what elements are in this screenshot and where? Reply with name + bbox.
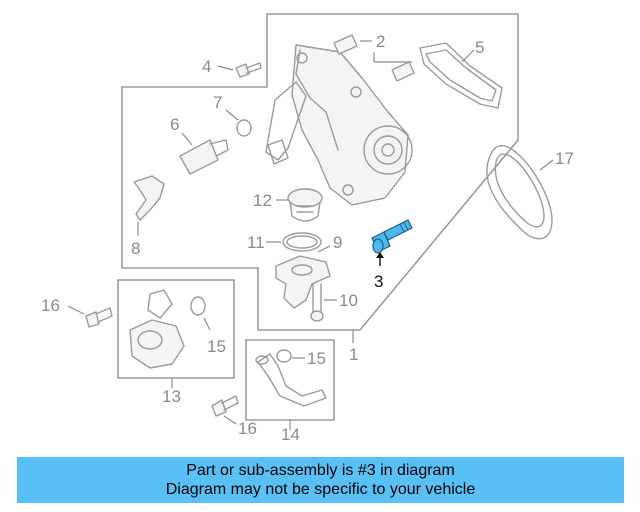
part-8-bracket [133,175,165,236]
part-4-bolt [217,62,262,78]
callout-9: 9 [333,233,342,252]
banner-line-1: Part or sub-assembly is #3 in diagram [186,462,455,479]
callout-2: 2 [376,32,385,51]
callout-15-b: 15 [307,349,326,368]
banner-line-2: Diagram may not be specific to your vehi… [165,481,476,498]
callout-10: 10 [339,291,358,310]
callout-1: 1 [349,345,358,364]
callout-14: 14 [281,425,300,444]
part-10-screw [310,283,337,322]
part-6-sensor [179,132,229,175]
part-15-oring-b [276,349,305,363]
callout-7: 7 [213,93,222,112]
callout-3: 3 [374,272,383,291]
callout-5: 5 [475,38,484,57]
part-15-oring-a [190,296,211,331]
part-17-belt [486,144,554,240]
part-13-outlet [129,289,185,369]
callout-11: 11 [247,233,265,252]
assembly-13-frame [117,279,235,379]
part-14-pipe [255,353,327,407]
parts-diagram: 2 5 4 6 7 8 12 1 [41,13,574,444]
callout-13: 13 [162,387,181,406]
callout-12: 12 [253,191,272,210]
part-2-sleeves [333,34,415,82]
part-16-bolt-b [211,395,239,425]
part-3-bolt-highlighted [371,219,413,266]
callout-8: 8 [131,239,140,258]
callout-15-a: 15 [207,337,226,356]
part-11-seal [266,232,322,252]
part-7-oring [225,109,252,137]
part-5-gasket [419,42,503,109]
water-pump-housing [265,44,413,206]
callout-6: 6 [170,115,179,134]
callout-17: 17 [555,149,574,168]
callout-4: 4 [202,57,211,76]
assembly-1-frame [121,13,519,331]
part-12-thermostat [276,188,323,222]
part-16-bolt-a [67,305,113,328]
callout-16-b: 16 [238,419,257,438]
info-banner: Part or sub-assembly is #3 in diagram Di… [17,457,624,503]
assembly-14-frame [245,339,335,421]
callout-16-a: 16 [41,296,60,315]
part-9-cover [275,245,331,309]
